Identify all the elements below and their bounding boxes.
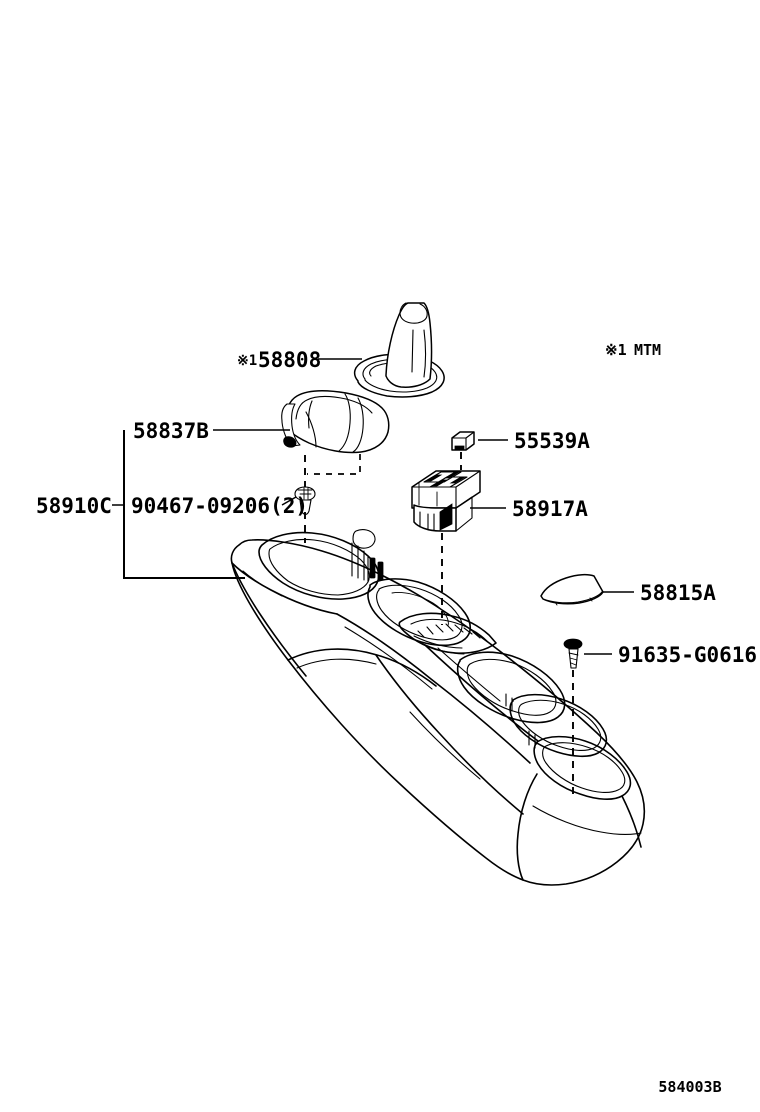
callout-58837B-label: 58837B (133, 419, 209, 443)
callout-labels: ※1 58808 58837B 58910C 90467-09206(2) 55… (36, 348, 757, 667)
part-console-switch-assembly (411, 470, 481, 532)
callout-58917A-label: 58917A (512, 497, 588, 521)
part-console-box-lid (281, 390, 390, 454)
callout-58808-mark: ※1 (237, 353, 257, 369)
assembly-dashed-lines (304, 452, 574, 800)
part-console-box-assembly (230, 529, 646, 886)
callout-90467-label: 90467-09206(2) (131, 494, 308, 518)
note-legend: ※1 MTM (605, 341, 661, 359)
callout-58815A-label: 58815A (640, 581, 716, 605)
note-mtm-mark: ※1 (605, 341, 627, 359)
part-shift-lever-boot (353, 302, 445, 398)
callout-91635-label: 91635-G0616 (618, 643, 757, 667)
callout-58808-label: 58808 (258, 348, 321, 372)
bracket-58910C (123, 430, 245, 579)
callout-58910C-label: 58910C (36, 494, 112, 518)
note-mtm-text: MTM (634, 341, 661, 359)
part-switch-cap (451, 431, 475, 451)
part-tapping-screw (563, 638, 583, 669)
leader-90467 (281, 496, 297, 506)
part-push-pin-clip (294, 486, 316, 515)
figure-code: 584003B (658, 1078, 721, 1096)
callout-55539A-label: 55539A (514, 429, 590, 453)
leader-lines (112, 358, 634, 655)
